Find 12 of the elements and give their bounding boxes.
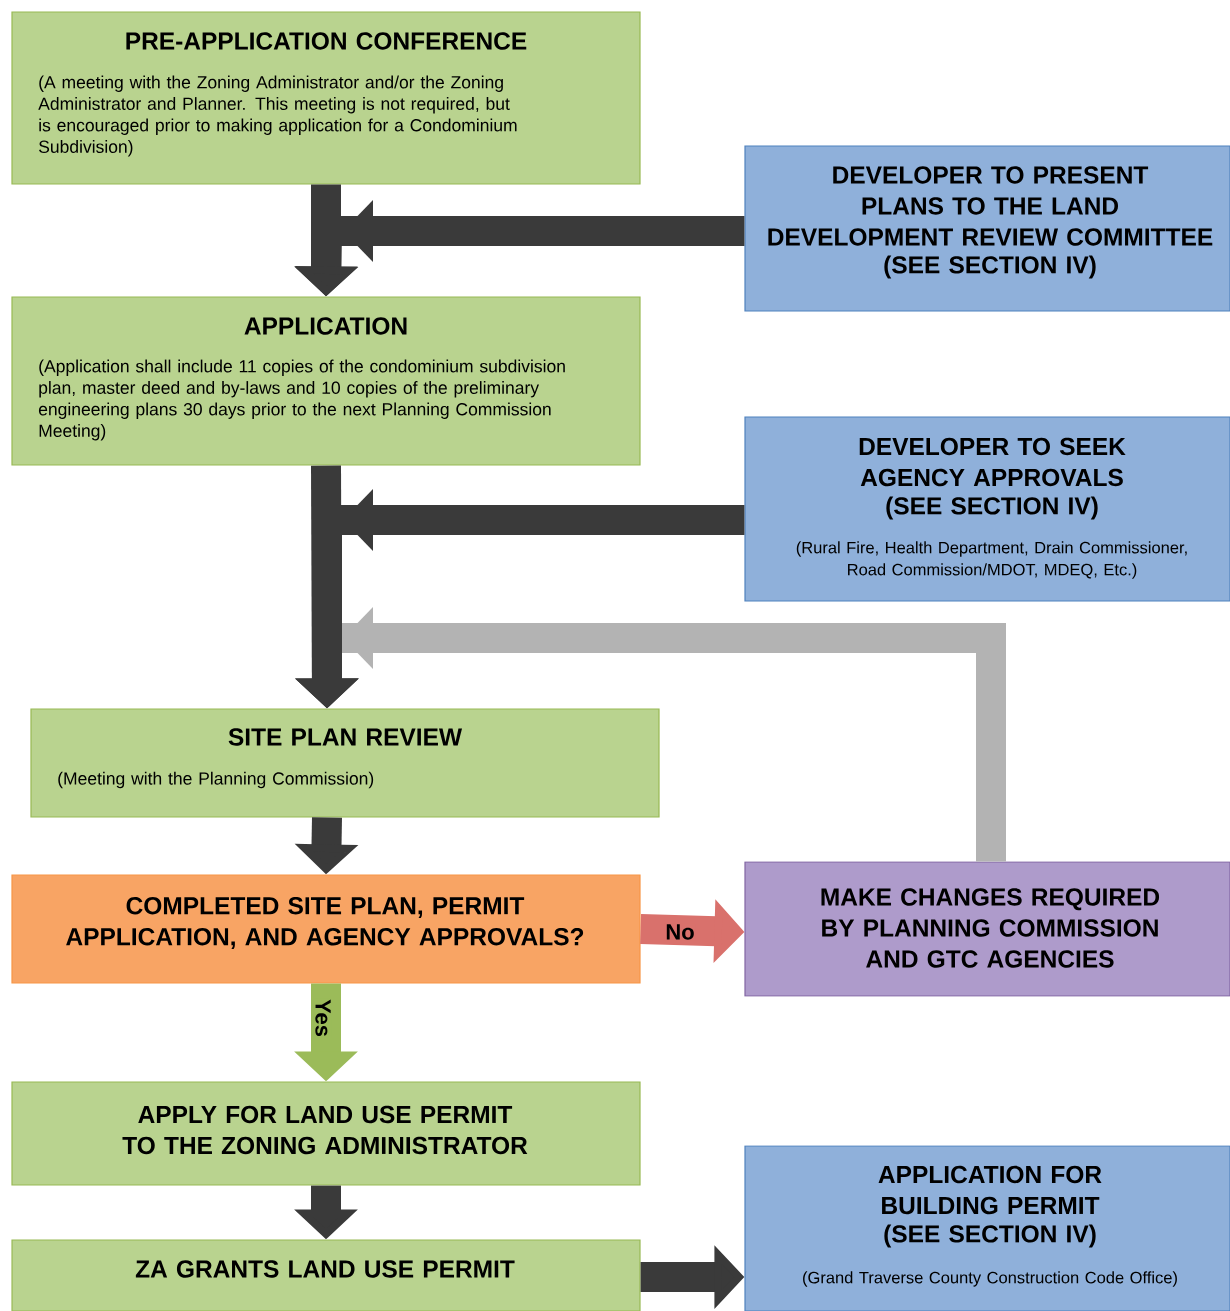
- process-box: MAKE CHANGES REQUIRED BY PLANNING COMMISSION AND GTC AGENCIES: [744, 861, 1230, 997]
- process-box: APPLICATION FOR BUILDING PERMIT (SEE SECTION IV) (Grand Traverse County Construction Code Office): [744, 1145, 1230, 1311]
- process-box: SITE PLAN REVIEW (Meeting with the Planning Commission): [30, 708, 660, 818]
- process-box: APPLY FOR LAND USE PERMIT TO THE ZONING ADMINISTRATOR: [11, 1081, 641, 1186]
- decision-box: COMPLETED SITE PLAN, PERMIT APPLICATION, AND AGENCY APPROVALS?: [11, 874, 641, 984]
- process-box: DEVELOPER TO PRESENT PLANS TO THE LAND DEVELOPMENT REVIEW COMMITTEE (SEE SECTION IV): [744, 145, 1230, 312]
- process-box: APPLICATION (Application shall include 11 copies of the condominium subdivision plan, master deed and by-laws and 10 copies of the preliminary engineering plans 30 days prior to the next Planning Commission Meeting): [11, 296, 641, 466]
- process-box: PRE-APPLICATION CONFERENCE (A meeting with the Zoning Administrator and/or the Zoning Administrator and Planner. This meeting is not required, but is encouraged prior to making application for a Condominium Subdivision): [11, 11, 641, 185]
- edge-label: No: [664, 923, 696, 941]
- process-box: DEVELOPER TO SEEK AGENCY APPROVALS (SEE SECTION IV) (Rural Fire, Health Department, Drain Commissioner, Road Commission/MDOT, MDEQ, Etc.): [744, 416, 1230, 602]
- process-box: ZA GRANTS LAND USE PERMIT: [11, 1239, 641, 1311]
- edge-label: Yes: [314, 998, 332, 1038]
